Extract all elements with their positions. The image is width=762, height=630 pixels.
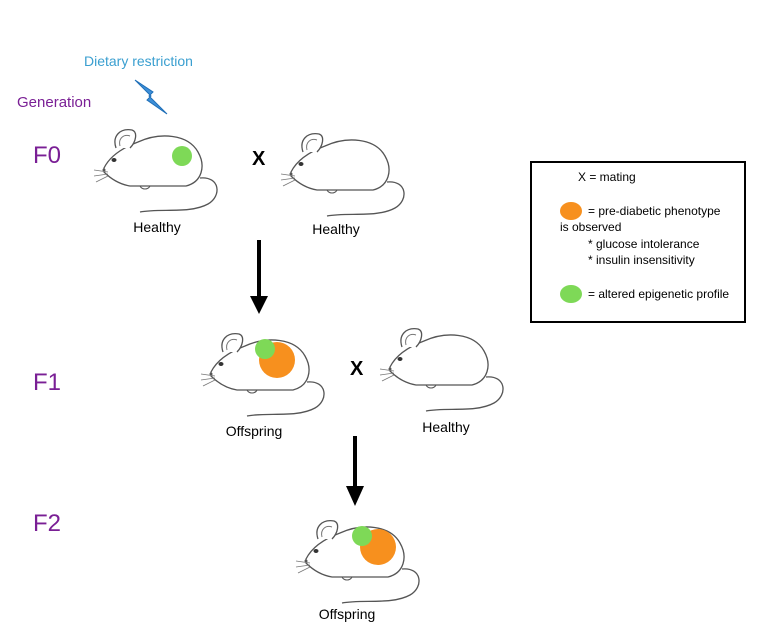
mouse-label-f0-left: Healthy bbox=[133, 219, 181, 235]
generation-f1-label: F1 bbox=[33, 369, 62, 396]
generation-f2-label: F2 bbox=[33, 510, 62, 537]
cross-symbol-f0: X bbox=[252, 148, 266, 170]
legend-mating: X = mating bbox=[578, 170, 636, 184]
generation-heading: Generation bbox=[17, 94, 92, 111]
legend-epigenetic: = altered epigenetic profile bbox=[588, 287, 730, 301]
mouse-label-f2: Offspring bbox=[318, 606, 376, 622]
legend-phenotype-item1: * glucose intolerance bbox=[588, 237, 700, 251]
mouse-label-f1-right: Healthy bbox=[422, 419, 470, 435]
mouse-label-f0-right: Healthy bbox=[312, 221, 360, 237]
legend-phenotype-line2: is observed bbox=[560, 220, 622, 234]
mouse-f1-left bbox=[200, 333, 325, 417]
arrow-f0-to-f1 bbox=[250, 240, 268, 314]
lightning-icon bbox=[134, 79, 168, 115]
legend-box: X = mating = pre-diabetic phenotype is o… bbox=[530, 161, 746, 323]
dietary-restriction-label: Dietary restriction bbox=[84, 53, 193, 69]
legend-phenotype-line1: = pre-diabetic phenotype bbox=[588, 204, 721, 218]
epigenetic-marker bbox=[172, 146, 192, 166]
generation-f0-label: F0 bbox=[33, 142, 62, 169]
cross-symbol-f1: X bbox=[350, 358, 364, 380]
mouse-label-f1-left: Offspring bbox=[225, 423, 283, 439]
arrow-f1-to-f2 bbox=[346, 436, 364, 506]
legend-prediabetic-marker bbox=[560, 202, 582, 220]
mouse-f1-right bbox=[379, 328, 504, 412]
epigenetic-marker bbox=[352, 526, 372, 546]
mouse-f0-right bbox=[280, 133, 405, 217]
epigenetic-marker bbox=[255, 339, 275, 359]
legend-phenotype-item2: * insulin insensitivity bbox=[588, 253, 695, 267]
legend-epigenetic-marker bbox=[560, 285, 582, 303]
mouse-f0-left bbox=[93, 129, 218, 213]
mouse-f2 bbox=[295, 520, 420, 604]
